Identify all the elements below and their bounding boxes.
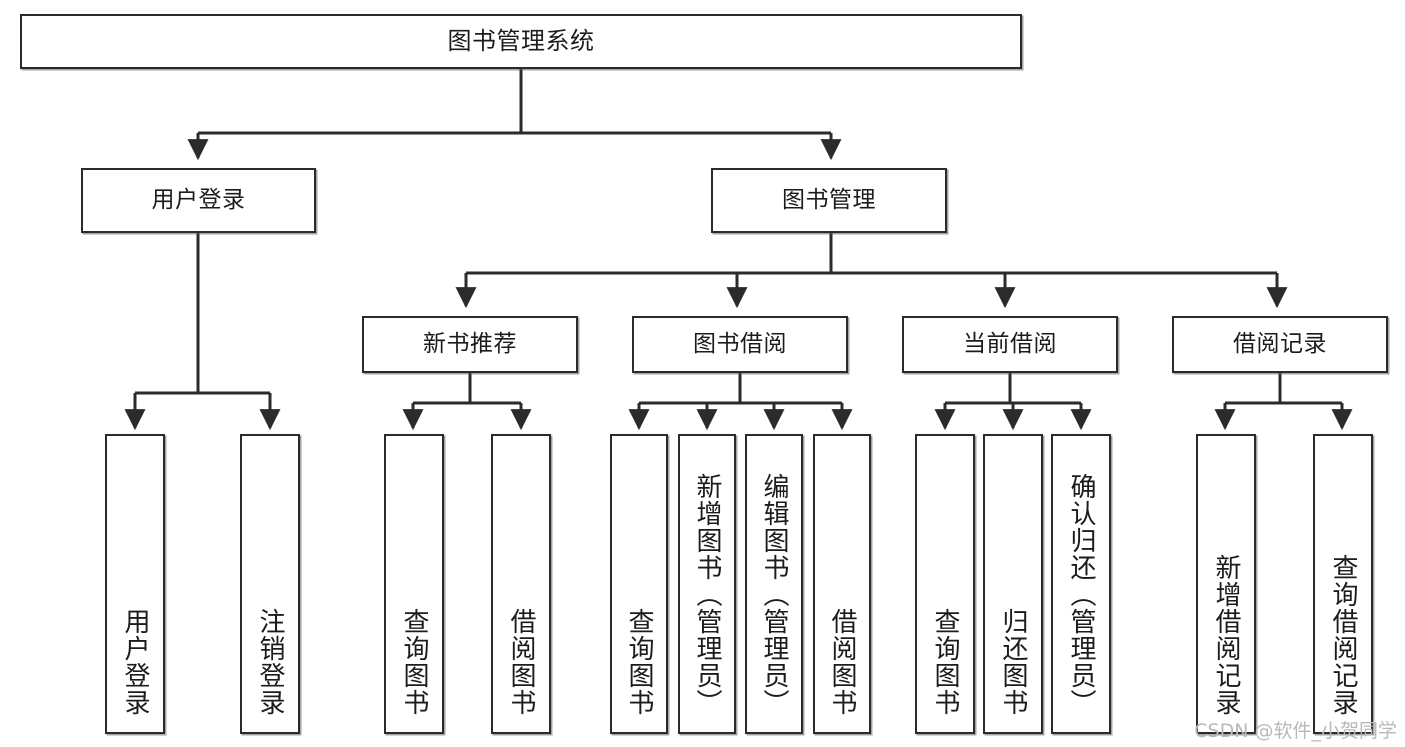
node-leaf-add-book[interactable]: 新增图书（管理员）	[678, 434, 736, 734]
node-leaf-logout-login[interactable]: 注销登录	[240, 434, 300, 734]
node-label: 图书管理系统	[447, 26, 595, 55]
node-label: 编辑图书（管理员）	[759, 473, 790, 716]
node-label: 新增图书（管理员）	[692, 473, 723, 716]
node-book-borrow[interactable]: 图书借阅	[632, 316, 848, 373]
node-label: 图书借阅	[693, 331, 787, 358]
node-label: 归还图书	[998, 608, 1029, 716]
node-leaf-query-record[interactable]: 查询借阅记录	[1313, 434, 1373, 734]
node-label: 新书推荐	[423, 331, 517, 358]
node-label: 借阅图书	[506, 608, 537, 716]
node-new-book-recommend[interactable]: 新书推荐	[362, 316, 578, 373]
node-label: 当前借阅	[963, 331, 1057, 358]
node-leaf-user-login[interactable]: 用户登录	[105, 434, 165, 734]
node-book-management-system[interactable]: 图书管理系统	[20, 14, 1022, 69]
node-leaf-borrow-book-1[interactable]: 借阅图书	[491, 434, 551, 734]
node-label: 借阅图书	[827, 608, 858, 716]
node-user-login[interactable]: 用户登录	[81, 168, 316, 233]
node-label: 注销登录	[255, 608, 286, 716]
node-label: 查询图书	[624, 608, 655, 716]
node-label: 查询借阅记录	[1328, 554, 1359, 716]
node-book-manage[interactable]: 图书管理	[711, 168, 947, 233]
node-leaf-query-book-3[interactable]: 查询图书	[915, 434, 975, 734]
watermark: CSDN @软件_小贺同学	[1194, 720, 1397, 742]
node-label: 查询图书	[930, 608, 961, 716]
node-leaf-return-book[interactable]: 归还图书	[983, 434, 1043, 734]
node-borrow-record[interactable]: 借阅记录	[1172, 316, 1388, 373]
node-label: 新增借阅记录	[1211, 554, 1242, 716]
node-leaf-edit-book[interactable]: 编辑图书（管理员）	[745, 434, 803, 734]
node-label: 用户登录	[151, 187, 246, 214]
node-current-borrow[interactable]: 当前借阅	[902, 316, 1118, 373]
node-leaf-query-book-2[interactable]: 查询图书	[610, 434, 668, 734]
node-label: 图书管理	[782, 187, 876, 214]
node-leaf-query-book-1[interactable]: 查询图书	[384, 434, 444, 734]
node-label: 借阅记录	[1233, 331, 1327, 358]
node-leaf-confirm-return[interactable]: 确认归还（管理员）	[1051, 434, 1111, 734]
node-label: 查询图书	[399, 608, 430, 716]
node-label: 确认归还（管理员）	[1066, 473, 1097, 716]
node-label: 用户登录	[120, 608, 151, 716]
node-leaf-borrow-book-2[interactable]: 借阅图书	[813, 434, 871, 734]
node-leaf-add-record[interactable]: 新增借阅记录	[1196, 434, 1256, 734]
